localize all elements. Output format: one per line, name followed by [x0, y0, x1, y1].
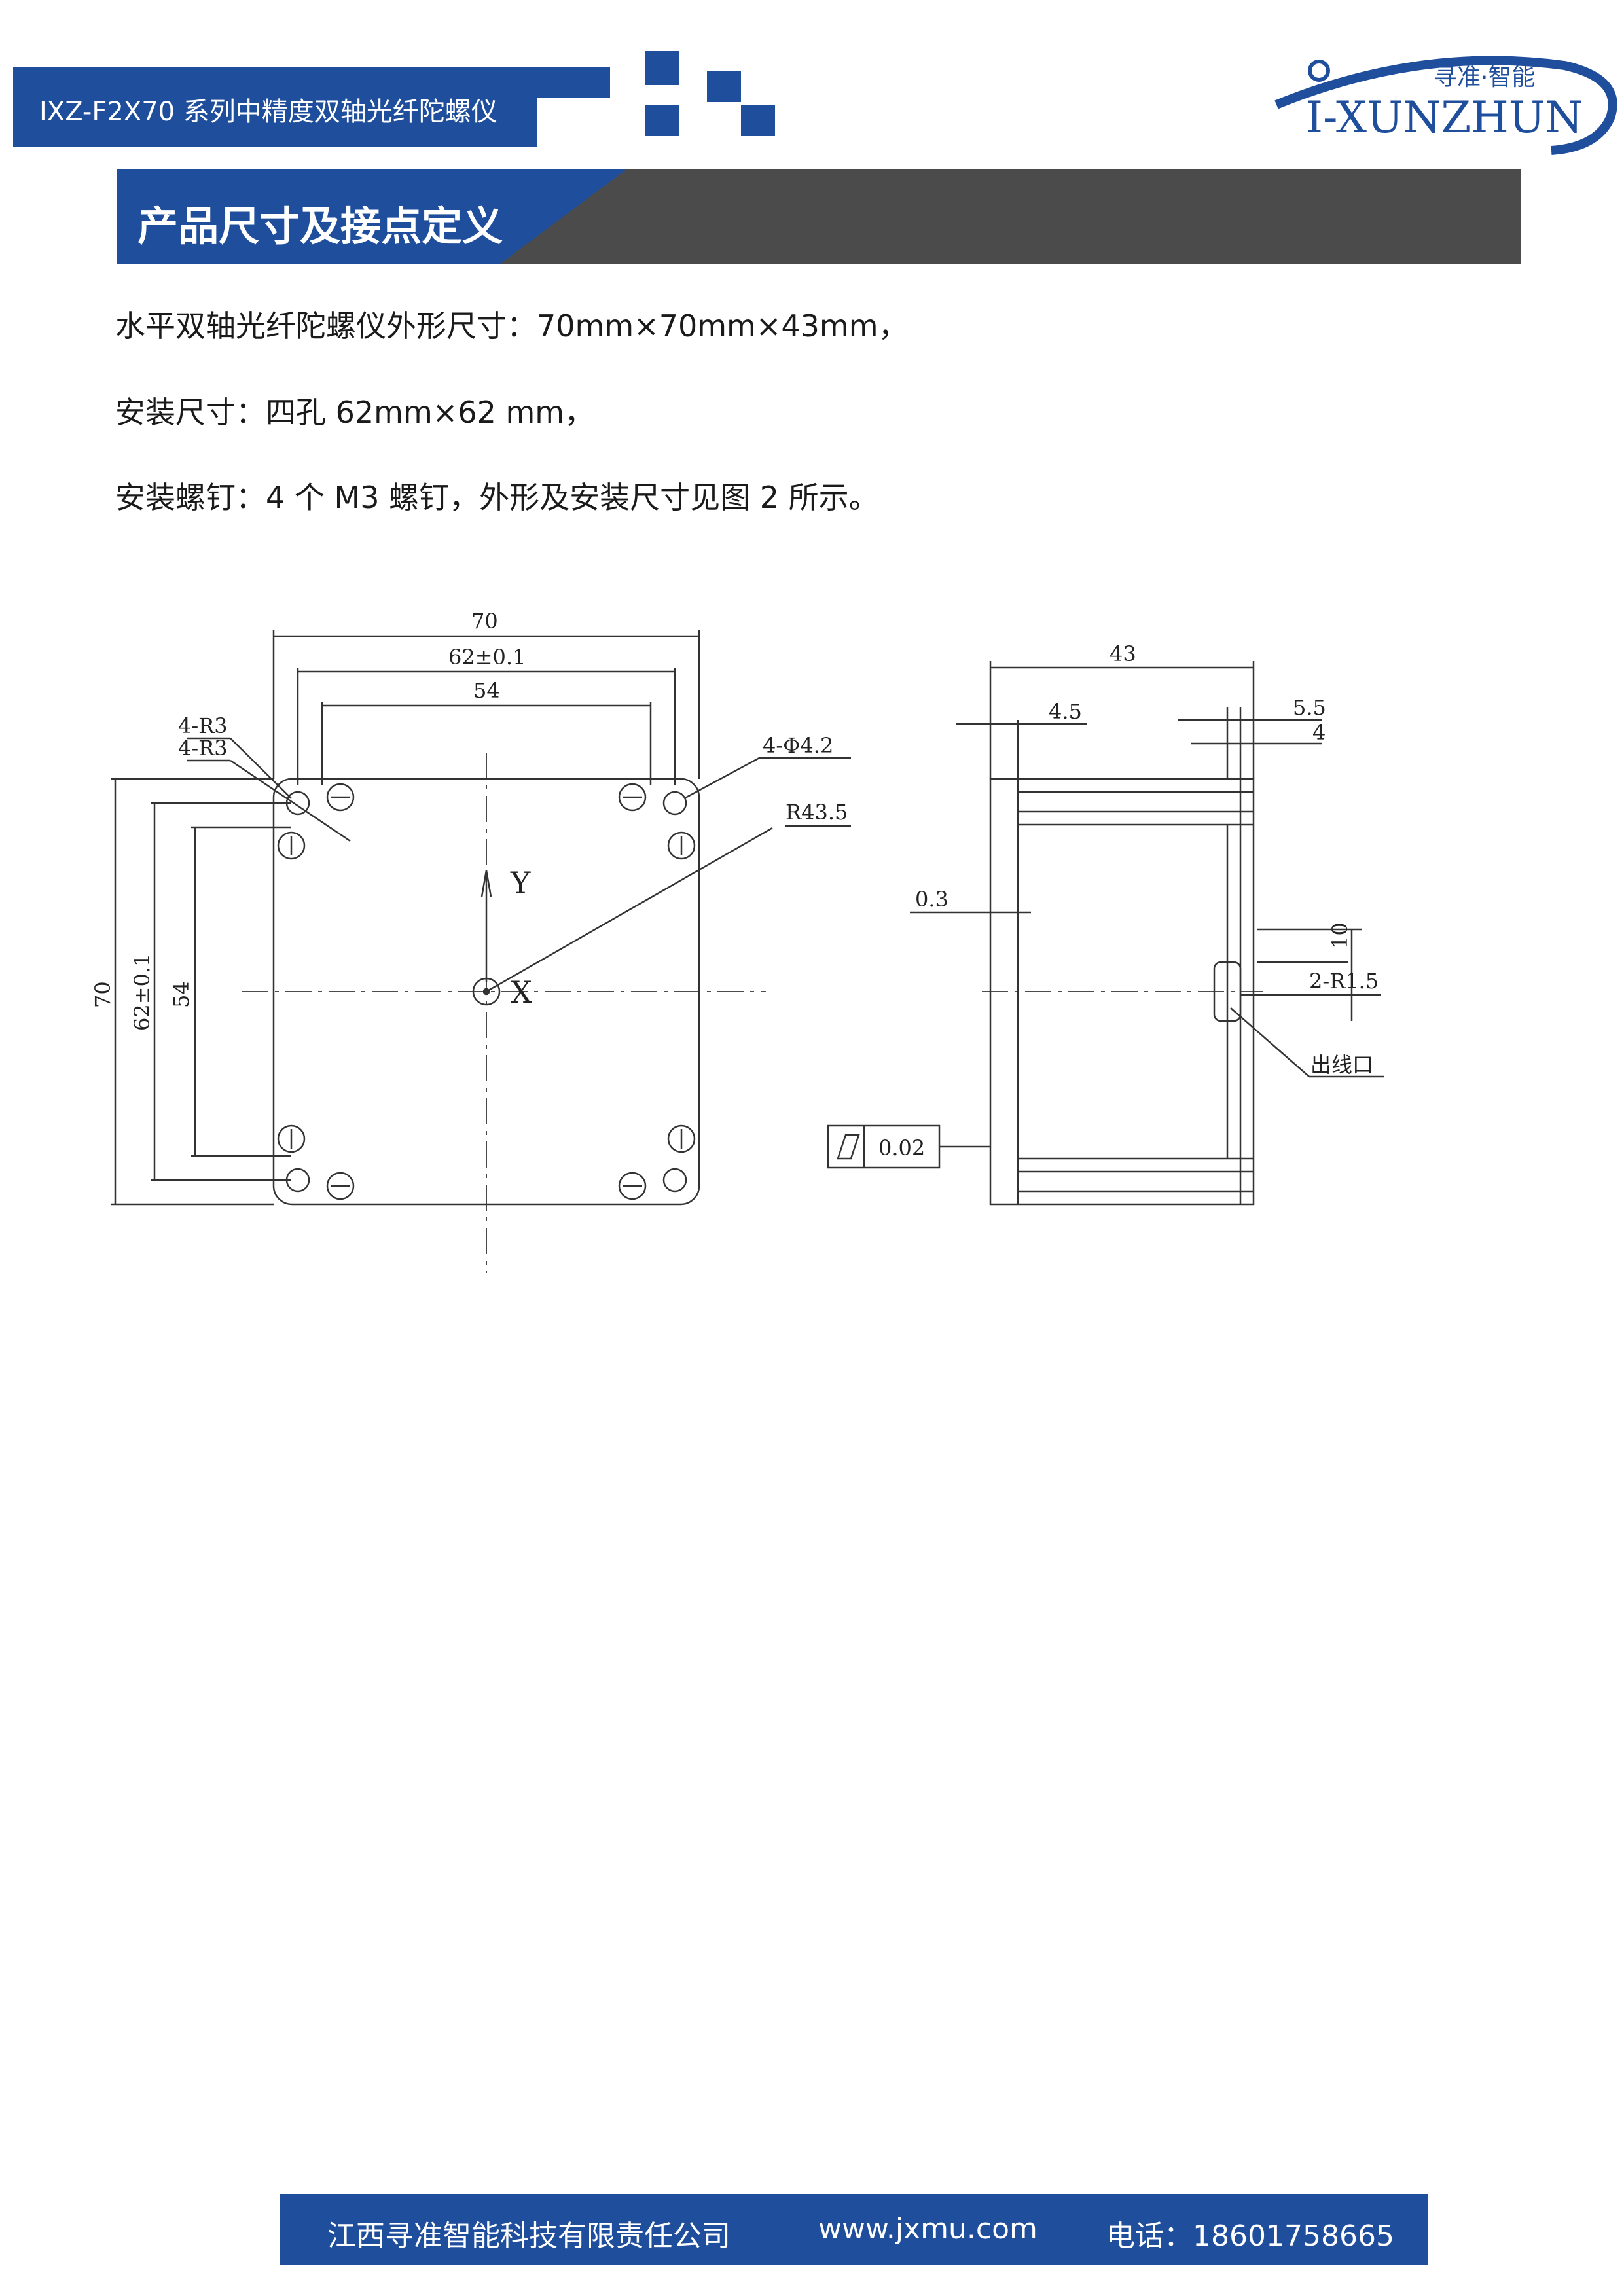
axis-label-x: X [511, 975, 532, 1010]
decor-square [645, 51, 679, 85]
callout-radius: R43.5 [785, 800, 848, 825]
dim-front-height-62: 62±0.1 [130, 954, 154, 1031]
company-logo: 寻准·智能 I-XUNZHUN [1274, 56, 1617, 155]
footer-company: 江西寻准智能科技有限责任公司 [327, 2219, 731, 2253]
footer-bar: 江西寻准智能科技有限责任公司 www.jxmu.com 电话：186017586… [280, 2194, 1428, 2265]
dim-side-4: 4 [1312, 720, 1326, 745]
callout-r1-5: 2-R1.5 [1309, 969, 1379, 994]
header-notch [537, 98, 615, 147]
paragraph-dimensions: 水平双轴光纤陀螺仪外形尺寸：70mm×70mm×43mm， [115, 308, 909, 344]
callout-cable-outlet: 出线口 [1310, 1052, 1373, 1077]
dimension-drawing: 70 62±0.1 54 70 62±0.1 54 4-R3 4-R3 4-Φ4… [90, 609, 1384, 1273]
footer-phone: 电话：18601758665 [1106, 2219, 1394, 2253]
dim-side-10: 10 [1327, 922, 1352, 949]
dim-side-depth-43: 43 [1110, 641, 1136, 666]
logo-en-text: I-XUNZHUN [1306, 92, 1583, 143]
dim-front-width-62: 62±0.1 [448, 645, 526, 670]
mount-hole [662, 791, 687, 816]
logo-cn-text: 寻准·智能 [1434, 64, 1535, 91]
axis-label-y: Y [510, 865, 531, 901]
dim-front-height-54: 54 [169, 981, 194, 1008]
paragraph-mounting: 安装尺寸：四孔 62mm×62 mm， [115, 395, 595, 430]
section-title: 产品尺寸及接点定义 [137, 202, 503, 250]
decor-square [645, 105, 679, 136]
dim-front-height-70: 70 [90, 981, 115, 1008]
flatness-tolerance: 0.02 [878, 1136, 925, 1160]
footer-website[interactable]: www.jxmu.com [818, 2212, 1038, 2246]
paragraph-screws: 安装螺钉：4 个 M3 螺钉，外形及安装尺寸见图 2 所示。 [115, 480, 879, 515]
dim-front-width-54: 54 [473, 678, 500, 703]
callout-holes: 4-Φ4.2 [763, 733, 833, 758]
dim-side-4-5: 4.5 [1049, 699, 1082, 724]
callout-r3-b: 4-R3 [178, 736, 228, 761]
dim-side-5-5: 5.5 [1293, 695, 1326, 720]
decor-square [741, 105, 775, 136]
mount-hole [662, 1168, 687, 1193]
callout-r3-a: 4-R3 [178, 713, 228, 738]
document-title: IXZ-F2X70 系列中精度双轴光纤陀螺仪 [39, 97, 497, 127]
header-bar [13, 67, 610, 147]
dim-front-width-70: 70 [471, 609, 498, 634]
dim-side-0-3: 0.3 [915, 887, 948, 912]
decor-square [707, 71, 741, 102]
